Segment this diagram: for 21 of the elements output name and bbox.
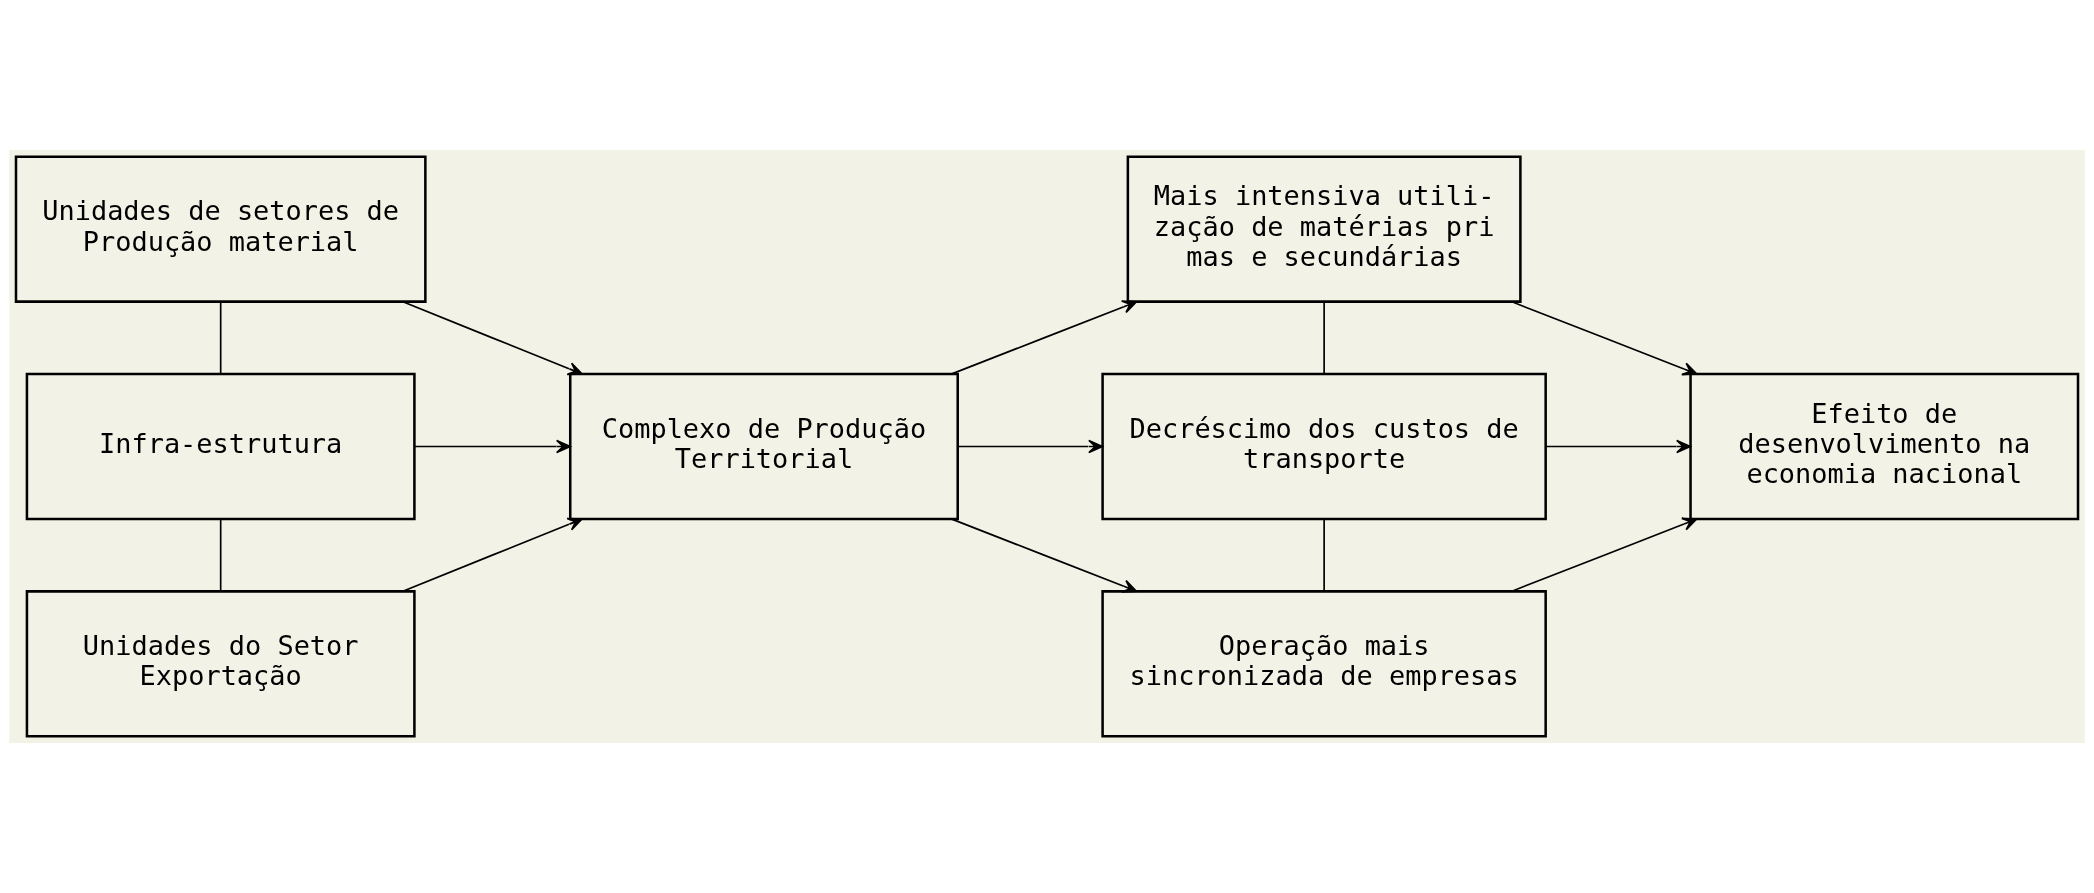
node-box: Infra-estrutura [25,372,416,521]
connector [219,301,222,375]
arrow [951,518,1138,593]
arrow [1545,439,1692,454]
arrow [414,439,571,454]
connector [1323,301,1325,375]
node-box: Mais intensiva utili- zação de matérias pri mas e secundárias [1126,155,1522,303]
arrow [1511,301,1698,376]
node-box: Complexo de Produção Territorial [568,372,959,521]
node-box: Operação mais sincronizada de empresas [1101,590,1547,738]
connector [1323,518,1325,593]
arrow [957,439,1104,454]
node-box: Decréscimo dos custos de transporte [1101,372,1547,521]
arrow [402,517,583,592]
arrow [402,301,583,376]
arrow [951,300,1138,375]
node-box: Unidades de setores de Produção material [14,155,427,303]
arrow [1511,517,1698,592]
node-box: Efeito de desenvolvimento na economia nacional [1689,372,2080,521]
connector [219,518,222,593]
node-box: Unidades do Setor Exportação [25,590,416,738]
